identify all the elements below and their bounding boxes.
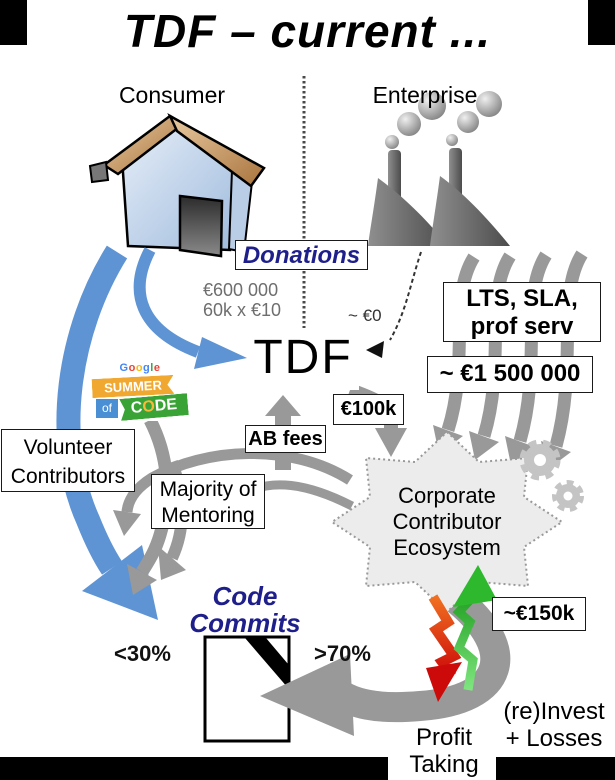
ecosystem-line3: Ecosystem bbox=[393, 535, 501, 560]
profit-taking-bolt bbox=[426, 594, 462, 702]
gsoc-code-banner: CODE bbox=[119, 393, 189, 421]
enterprise-services-box: LTS, SLA, prof serv bbox=[443, 282, 601, 342]
gsoc-code-letter: E bbox=[165, 396, 178, 414]
profit-line2: Taking bbox=[398, 751, 490, 778]
reinvest-line2: + Losses bbox=[505, 725, 603, 752]
code-commits-line1: Code bbox=[212, 581, 278, 611]
donations-total: €600 000 bbox=[203, 280, 279, 300]
slide-corner-mark-left bbox=[0, 0, 27, 45]
donations-breakdown: 60k x €10 bbox=[203, 300, 282, 320]
volunteer-contributors-box: Volunteer Contributors bbox=[1, 429, 135, 492]
tdf-label: TDF bbox=[247, 328, 359, 390]
factory-icon bbox=[368, 91, 510, 246]
zero-euro-arrow bbox=[366, 251, 422, 358]
enterprise-share-label: >70% bbox=[314, 641, 371, 666]
mentoring-line1: Majority of bbox=[159, 478, 257, 501]
code-commits-line2: Commits bbox=[189, 608, 301, 638]
donations-label: Donations bbox=[235, 240, 368, 270]
gsoc-google-wordmark: Google bbox=[87, 362, 193, 374]
profit-line1: Profit bbox=[415, 724, 472, 751]
ecosystem-line1: Corporate bbox=[398, 483, 496, 508]
reinvest-bolt bbox=[452, 565, 497, 691]
gray-commits-arrow bbox=[260, 586, 511, 736]
services-line2: prof serv bbox=[470, 313, 574, 340]
volunteer-share-label: <30% bbox=[114, 641, 171, 666]
services-line1: LTS, SLA, bbox=[466, 285, 578, 312]
enterprise-label: Enterprise bbox=[372, 82, 478, 108]
enterprise-revenue-box: ~ €1 500 000 bbox=[427, 356, 593, 393]
enterprise-zero-label: ~ €0 bbox=[348, 306, 382, 325]
reinvest-label: (re)Invest + Losses bbox=[495, 698, 613, 752]
gsoc-letter: o bbox=[128, 362, 136, 374]
gsoc-letter: o bbox=[135, 362, 144, 374]
gsoc-letter: l bbox=[150, 362, 154, 374]
gsoc-letter: g bbox=[143, 362, 151, 374]
blue-donations-tdf-arrow bbox=[133, 247, 247, 369]
gsoc-letter: G bbox=[119, 362, 129, 374]
ab-fees-box: AB fees bbox=[245, 425, 326, 453]
gear-icon bbox=[519, 439, 584, 512]
gsoc-of-badge: of bbox=[96, 399, 118, 418]
volunteers-line1: Volunteer bbox=[23, 436, 113, 459]
mentoring-line2: Mentoring bbox=[161, 504, 255, 527]
profit-taking-label: Profit Taking bbox=[398, 724, 490, 778]
code-commits-label: Code Commits bbox=[170, 583, 320, 637]
reinvest-amount-box: ~€150k bbox=[492, 597, 586, 631]
ecosystem-label: Corporate Contributor Ecosystem bbox=[347, 483, 547, 561]
volunteers-line2: Contributors bbox=[10, 465, 126, 488]
gsoc-letter: e bbox=[153, 362, 161, 374]
gsoc-summer-banner: SUMMER bbox=[92, 375, 175, 398]
gsoc-logo: Google SUMMER of CODE bbox=[87, 361, 193, 421]
reinvest-line1: (re)Invest bbox=[503, 698, 605, 725]
ecosystem-line2: Contributor bbox=[392, 509, 502, 534]
donations-amounts: €600 000 60k x €10 bbox=[203, 280, 281, 320]
majority-mentoring-box: Majority of Mentoring bbox=[151, 474, 265, 529]
consumer-label: Consumer bbox=[118, 82, 226, 108]
tdf-outflow-box: €100k bbox=[333, 394, 404, 425]
slide-title: TDF – current ... bbox=[123, 5, 492, 57]
slide-bottom-bar bbox=[0, 757, 615, 780]
slide-corner-mark-right bbox=[588, 0, 615, 45]
house-icon bbox=[88, 113, 266, 258]
